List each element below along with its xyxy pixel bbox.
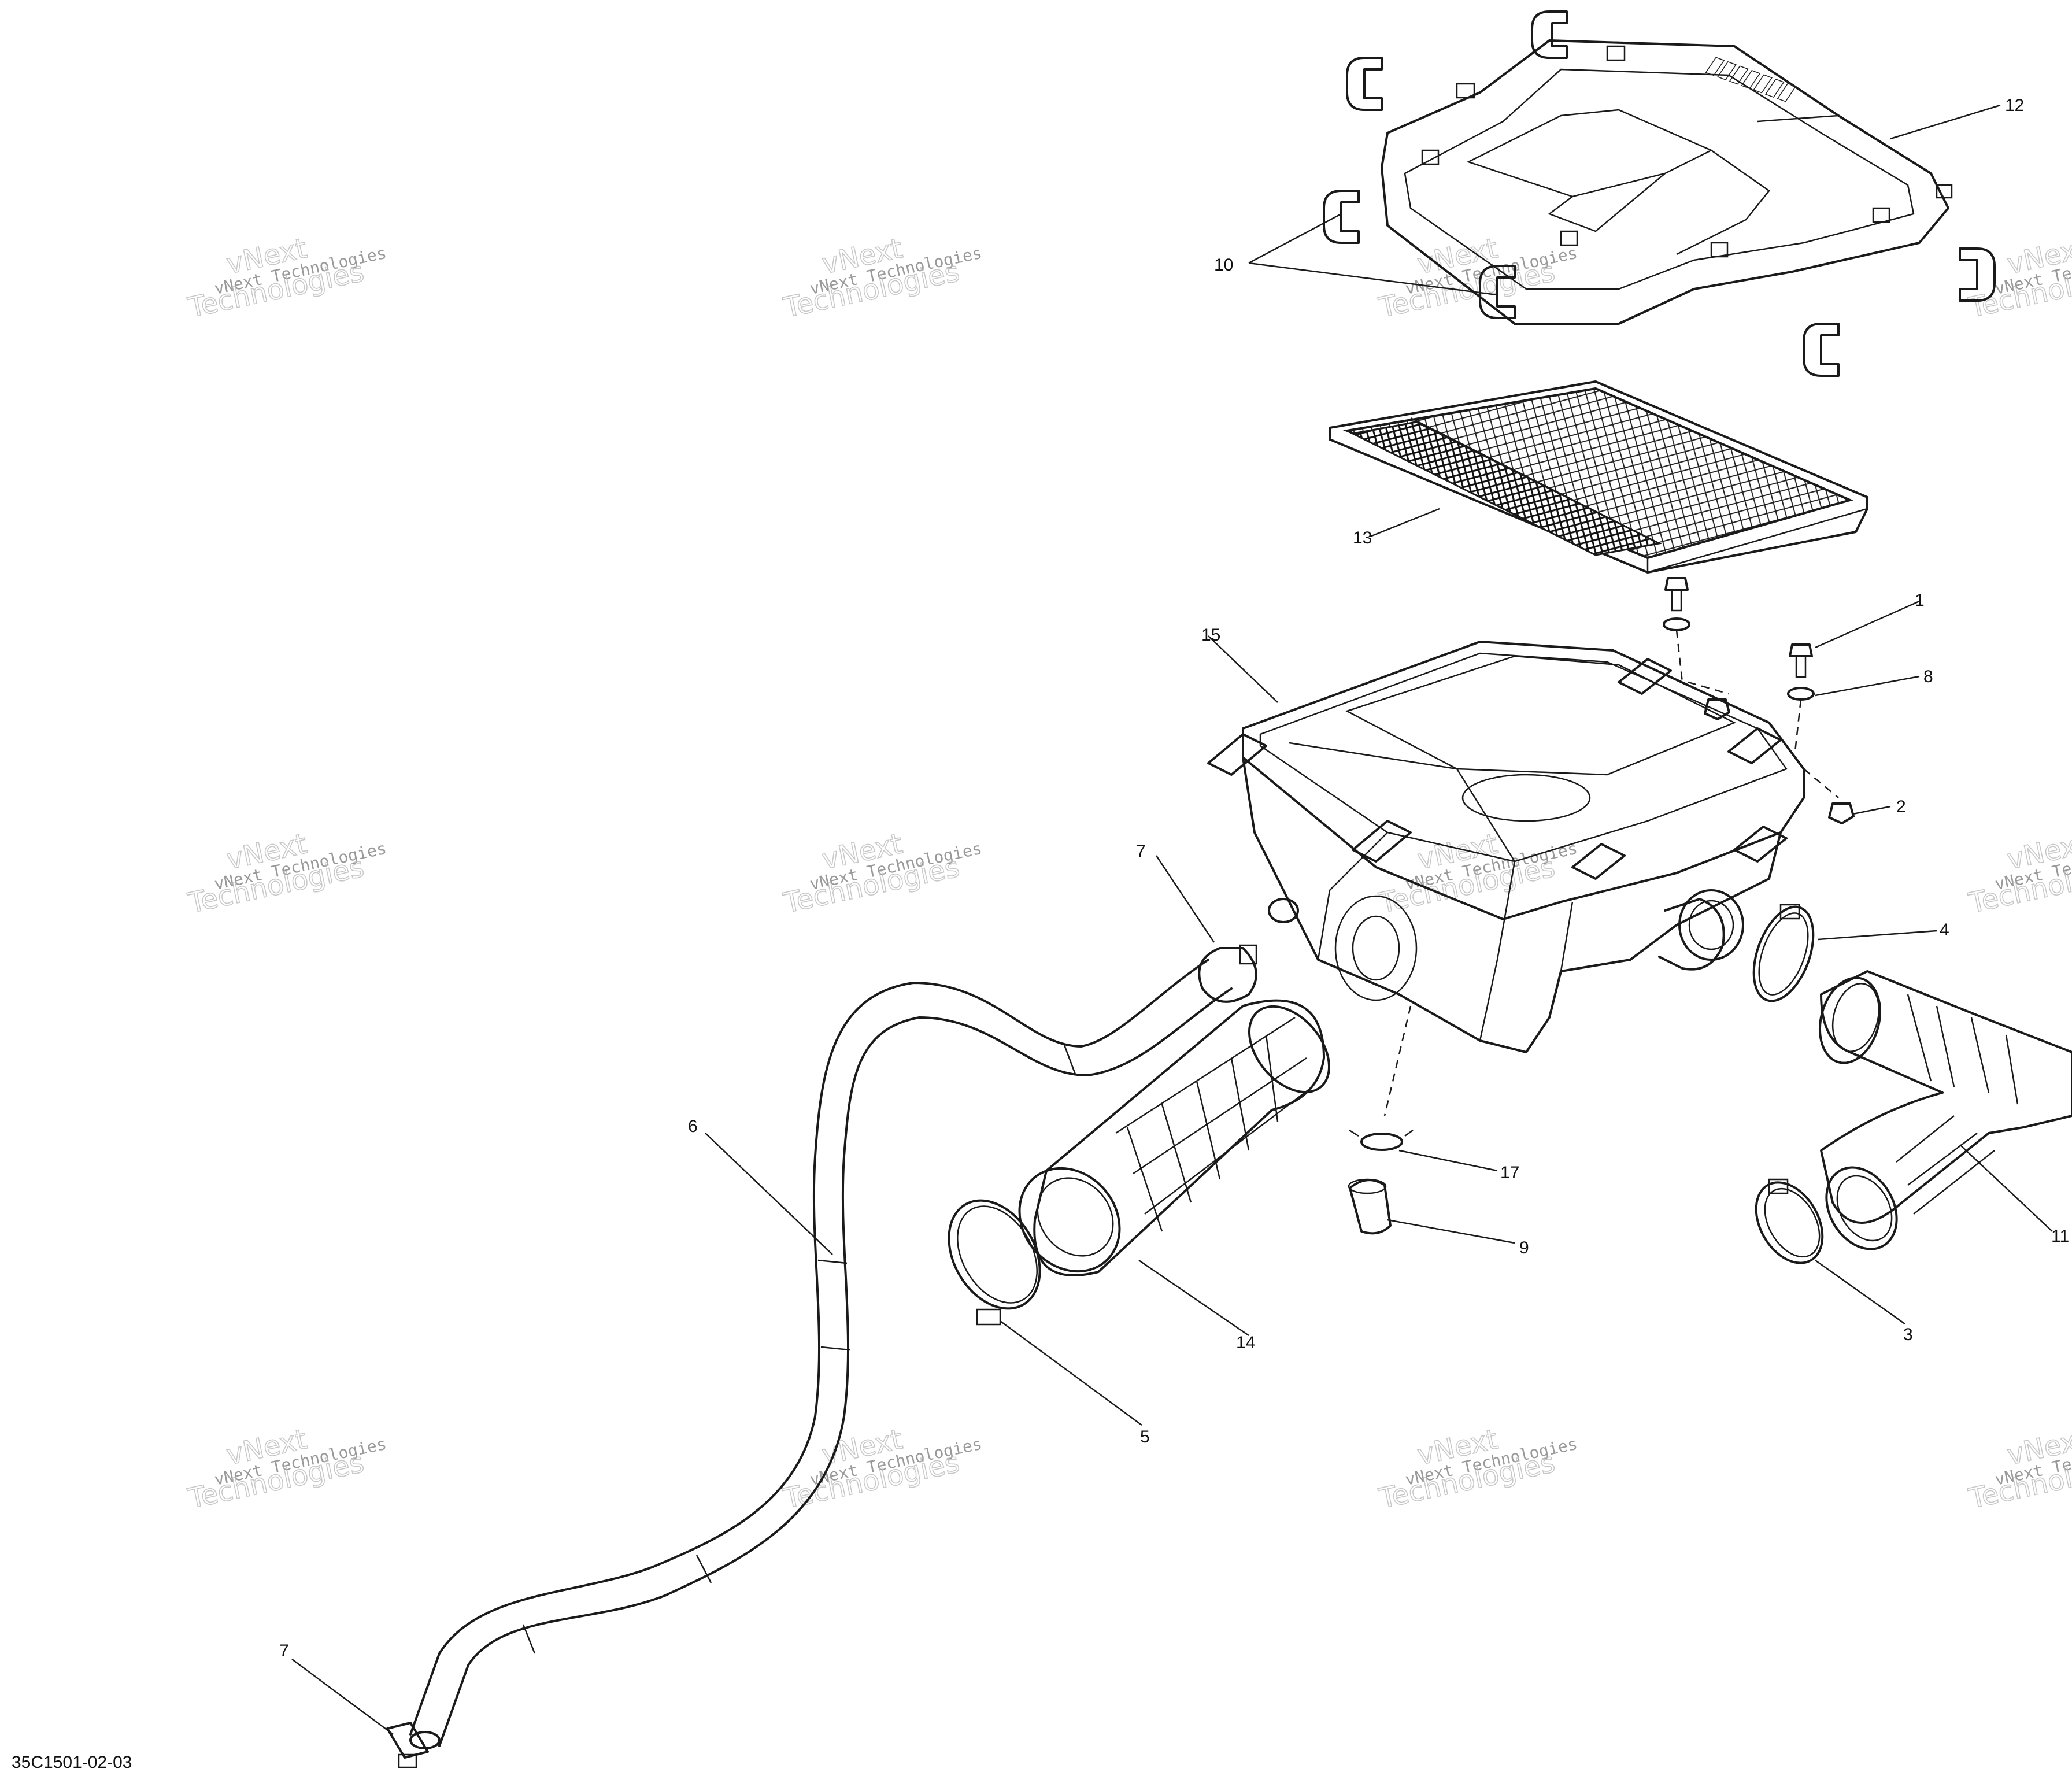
assembly-dashes [1383,630,1839,1116]
part-1-bolts [1664,577,1920,678]
callout-14: 14 [1236,1333,1255,1352]
leader-5 [1000,1320,1142,1426]
leader-7a [1155,855,1215,943]
watermark: vNext vNext Technologies Technologies [184,827,388,920]
callout-3: 3 [1903,1325,1913,1344]
part-6-breather-hose [409,959,1233,1749]
callout-10: 10 [1214,256,1233,275]
callout-6: 6 [688,1117,698,1136]
callout-2: 2 [1896,797,1906,816]
part-17-clamp [1349,1129,1498,1172]
callout-1: 1 [1915,591,1925,610]
part-9-drain-valve [1348,1178,1515,1244]
watermarks: vNext vNext Technologies Technologies vN… [184,232,2072,1516]
part-15-airbox-housing [1207,635,1805,1053]
watermark: vNext vNext Technologies Technologies [184,1423,388,1516]
part-10-clips [1248,10,1996,377]
leader-15 [1208,635,1278,703]
leader-11 [1959,1144,2053,1232]
leader-17 [1398,1149,1498,1172]
callout-7-upper: 7 [1136,842,1146,861]
leader-13 [1370,508,1440,538]
part-14-intake-duct [1018,999,1330,1337]
cover-logo-mark: ▮▮▮▮▮▮▮ [1704,50,1798,105]
part-7-lower-clamp [291,1658,429,1768]
leader-12 [1890,104,2001,140]
watermark: vNext vNext Technologies Technologies [1965,1423,2072,1516]
reference-code: 35C1501-02-03 [12,1753,132,1772]
leader-4 [1818,930,1937,941]
watermark: vNext vNext Technologies Technologies [1965,232,2072,325]
callout-13: 13 [1353,528,1372,547]
leader-10a [1248,213,1342,264]
leader-8 [1815,675,1920,697]
callout-8: 8 [1923,667,1933,686]
watermark: vNext vNext Technologies Technologies [780,827,983,920]
callout-12: 12 [2005,96,2024,115]
leader-9 [1387,1219,1515,1244]
part-5-large-clamp [948,1199,1142,1426]
callout-labels: 1 2 3 4 5 6 7 7 8 9 10 11 12 13 14 15 17 [279,96,2069,1660]
part-11-outlet-duct [1818,970,2072,1250]
watermark: vNext vNext Technologies Technologies [780,232,983,325]
part-2-nuts [1704,698,1891,824]
callout-17: 17 [1500,1163,1519,1182]
part-7-upper-clamp [1155,855,1257,1003]
part-4-clamp [1752,904,1937,1002]
watermark: vNext vNext Technologies Technologies [1965,827,2072,920]
part-3-clamp [1755,1178,1906,1325]
part-13-air-filter [1329,380,1868,574]
watermark: vNext vNext Technologies Technologies [184,232,388,325]
callout-7-lower: 7 [279,1641,289,1660]
leader-10b [1248,262,1498,296]
callout-15: 15 [1201,626,1220,645]
leader-3 [1815,1259,1906,1325]
callout-11: 11 [2051,1227,2069,1246]
watermark: vNext vNext Technologies Technologies [1375,1423,1579,1516]
leader-14 [1138,1259,1249,1337]
callout-5: 5 [1140,1427,1150,1446]
leader-6 [705,1133,833,1255]
callout-9: 9 [1519,1238,1529,1257]
leader-7b [291,1658,394,1736]
leader-1 [1815,600,1920,649]
watermark: vNext vNext Technologies Technologies [780,1423,983,1516]
leader-2 [1852,805,1891,815]
part-8-washers [1663,617,1920,701]
watermark: vNext vNext Technologies Technologies [1375,232,1579,325]
callout-4: 4 [1940,920,1949,939]
